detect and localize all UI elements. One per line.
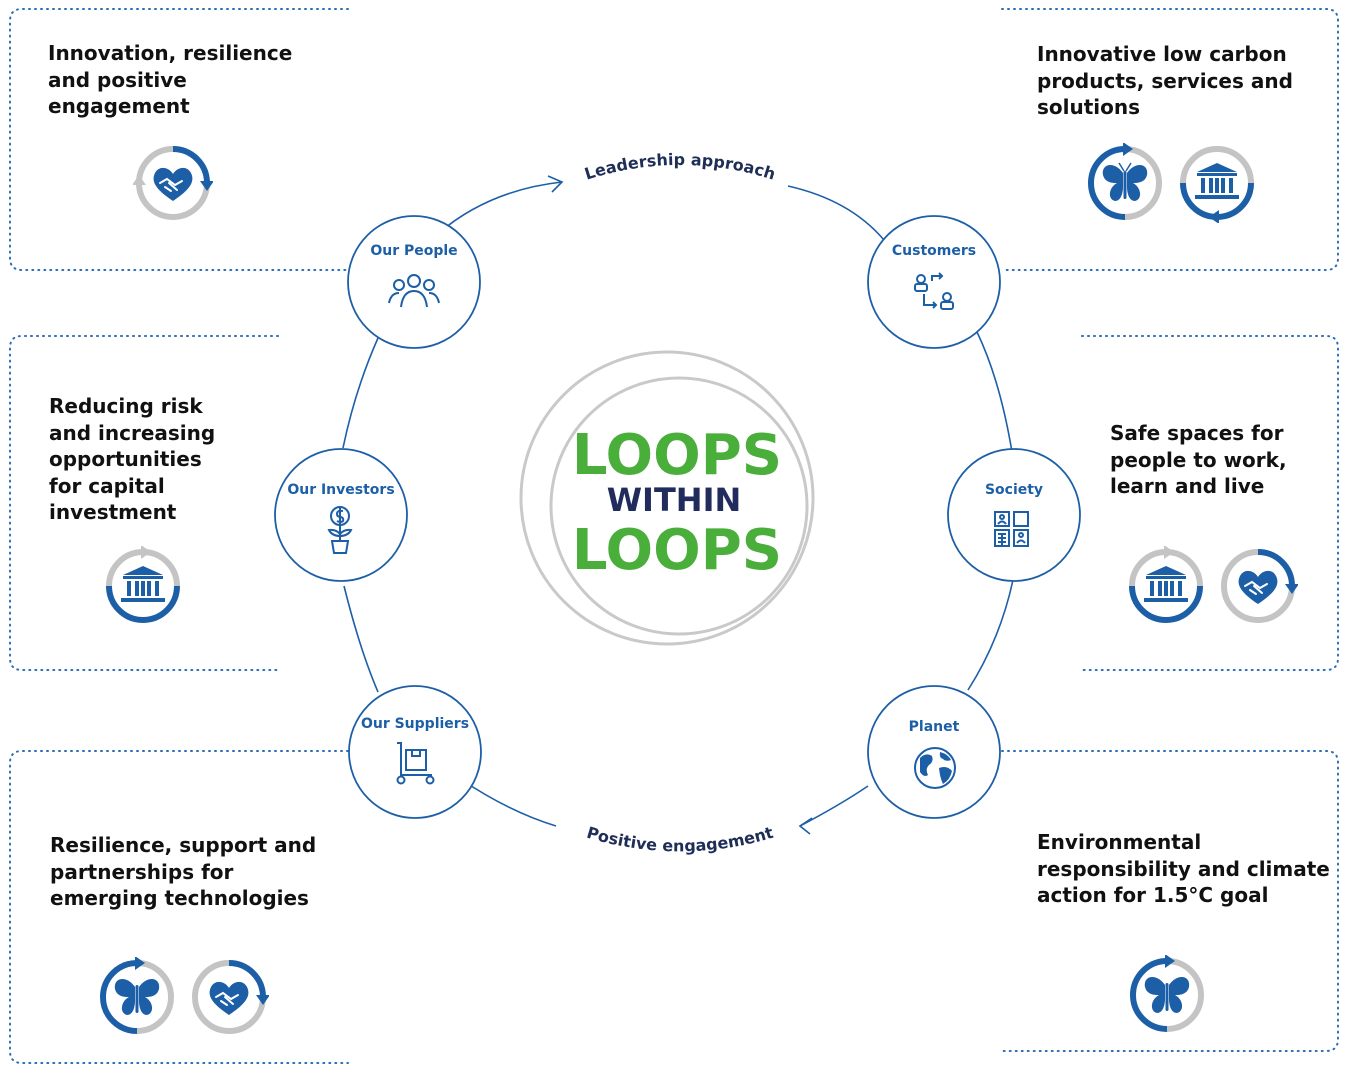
arc-label-top: Leadership approach [582,150,778,184]
butterfly-icon [100,957,174,1034]
heart-handshake-icon [192,960,269,1034]
butterfly-icon [1088,143,1162,220]
node-label: Our Investors [287,482,394,498]
node-our-suppliers[interactable]: Our Suppliers [348,685,482,819]
panel-icons [133,143,213,223]
panel-middle-left: Reducing risk and increasing opportuniti… [0,330,290,680]
node-our-people[interactable]: Our People [347,215,481,349]
center-title-line3: LOOPS [572,518,782,583]
panel-icons [97,957,269,1037]
node-customers[interactable]: Customers [867,215,1001,349]
heart-handshake-icon [133,146,213,220]
supply-trolley-icon [396,742,435,785]
dotted-frame [9,335,279,671]
panel-icons [1085,143,1257,223]
node-label: Our People [370,243,457,259]
dotted-frame [1001,8,1339,271]
arc-label-bottom: Positive engagement [585,823,776,856]
arc-label-bottom-text: Positive engagement [585,823,776,856]
money-plant-icon [327,506,353,554]
panel-top-right: Innovative low carbon products, services… [990,0,1348,280]
dotted-frame [1001,750,1339,1052]
panel-top-left: Innovation, resilience and positive enga… [0,0,360,280]
dotted-frame [9,750,349,1064]
panel-icons [1126,546,1298,626]
butterfly-icon [1130,955,1204,1032]
node-society[interactable]: Society [947,448,1081,582]
buildings-icon [994,511,1029,547]
panel-middle-right: Safe spaces for people to work, learn an… [1070,330,1348,680]
center-logo: LOOPS WITHIN LOOPS [519,350,815,646]
node-label: Society [985,482,1043,498]
bank-icon [1180,146,1254,223]
node-planet[interactable]: Planet [867,685,1001,819]
panel-bottom-right: Environmental responsibility and climate… [990,745,1348,1067]
node-label: Our Suppliers [361,716,469,732]
panel-icons [103,546,183,626]
dotted-frame [9,8,349,271]
people-icon [388,274,440,308]
panel-text: Resilience, support and partnerships for… [50,833,317,910]
panel-text: Innovative low carbon products, services… [1037,42,1293,119]
panel-text: Innovation, resilience and positive enga… [48,41,293,118]
node-our-investors[interactable]: Our Investors [274,448,408,582]
panel-bottom-left: Resilience, support and partnerships for… [0,745,360,1067]
panel-text: Safe spaces for people to work, learn an… [1110,421,1287,498]
bank-icon [1129,546,1203,623]
customer-exchange-icon [914,272,954,310]
bank-icon [106,546,180,623]
center-title-line1: LOOPS [572,423,782,488]
panel-icons [1127,955,1207,1035]
node-label: Planet [909,719,960,735]
panel-text: Reducing risk and increasing opportuniti… [49,394,216,524]
node-label: Customers [892,243,976,259]
arc-label-top-text: Leadership approach [582,150,778,184]
panel-text: Environmental responsibility and climate… [1037,830,1330,907]
main-ring [342,181,1014,827]
center-title-line2: WITHIN [607,481,742,519]
heart-handshake-icon [1221,549,1298,623]
arrowhead-top [547,175,564,193]
arrowhead-bottom [798,817,813,835]
globe-icon [914,747,956,789]
dotted-frame [1081,335,1339,671]
